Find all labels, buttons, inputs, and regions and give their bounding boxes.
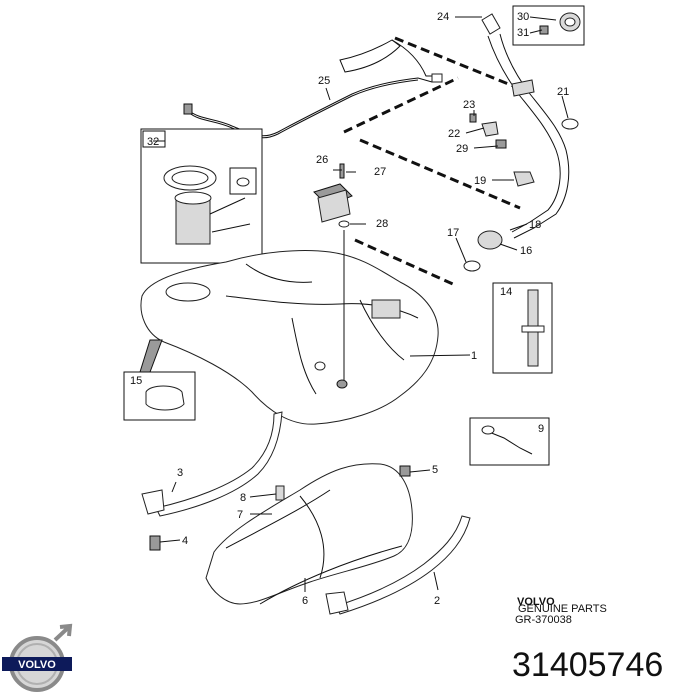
filler-neck-part-18 — [481, 5, 585, 239]
label-4: 4 — [182, 535, 188, 547]
label-9: 9 — [538, 423, 544, 435]
heat-shield-part-6 — [205, 463, 413, 605]
label-5: 5 — [432, 464, 438, 476]
label-24: 24 — [437, 11, 449, 23]
label-16: 16 — [520, 245, 532, 257]
stud-box-part-14 — [492, 282, 553, 374]
label-23: 23 — [463, 99, 475, 111]
label-27: 27 — [374, 166, 386, 178]
label-14: 14 — [500, 286, 512, 298]
vent-pipe-part-25 — [183, 39, 443, 139]
drawing-footer: VOLVO GENUINE PARTS GR-370038 — [515, 596, 607, 626]
fuel-tank-part-1 — [140, 249, 439, 425]
label-30: 30 — [517, 11, 529, 23]
label-19: 19 — [474, 175, 486, 187]
clamp-box-part-15 — [123, 339, 196, 421]
label-2: 2 — [434, 595, 440, 607]
brand-subtitle: GENUINE PARTS — [518, 603, 607, 615]
part-number: 31405746 — [512, 646, 664, 684]
label-32: 32 — [147, 136, 159, 148]
label-7: 7 — [237, 509, 243, 521]
label-8: 8 — [240, 492, 246, 504]
logo-wordmark: VOLVO — [18, 659, 56, 671]
small-fittings — [463, 113, 535, 272]
sender-box-part-9 — [469, 417, 550, 466]
brand-name: VOLVO — [517, 596, 555, 608]
leader-lines — [153, 16, 569, 592]
dashed-outline — [343, 36, 529, 287]
label-1: 1 — [471, 350, 477, 362]
label-18: 18 — [529, 219, 541, 231]
label-28: 28 — [376, 218, 388, 230]
label-21: 21 — [557, 86, 569, 98]
module-bracket-part-26 — [313, 163, 353, 380]
label-29: 29 — [456, 143, 468, 155]
fuel-pump-box-part-32 — [140, 128, 263, 264]
label-17: 17 — [447, 227, 459, 239]
strap-part-3 — [141, 411, 285, 551]
label-15: 15 — [130, 375, 142, 387]
strap-part-2 — [325, 515, 471, 615]
label-3: 3 — [177, 467, 183, 479]
label-26: 26 — [316, 154, 328, 166]
drawing-code: GR-370038 — [515, 614, 572, 626]
label-22: 22 — [448, 128, 460, 140]
label-25: 25 — [318, 75, 330, 87]
volvo-logo: VOLVO — [2, 623, 73, 692]
label-6: 6 — [302, 595, 308, 607]
callout-labels: 24 30 31 21 25 23 22 29 19 18 17 16 26 2… — [130, 11, 569, 607]
label-31: 31 — [517, 27, 529, 39]
